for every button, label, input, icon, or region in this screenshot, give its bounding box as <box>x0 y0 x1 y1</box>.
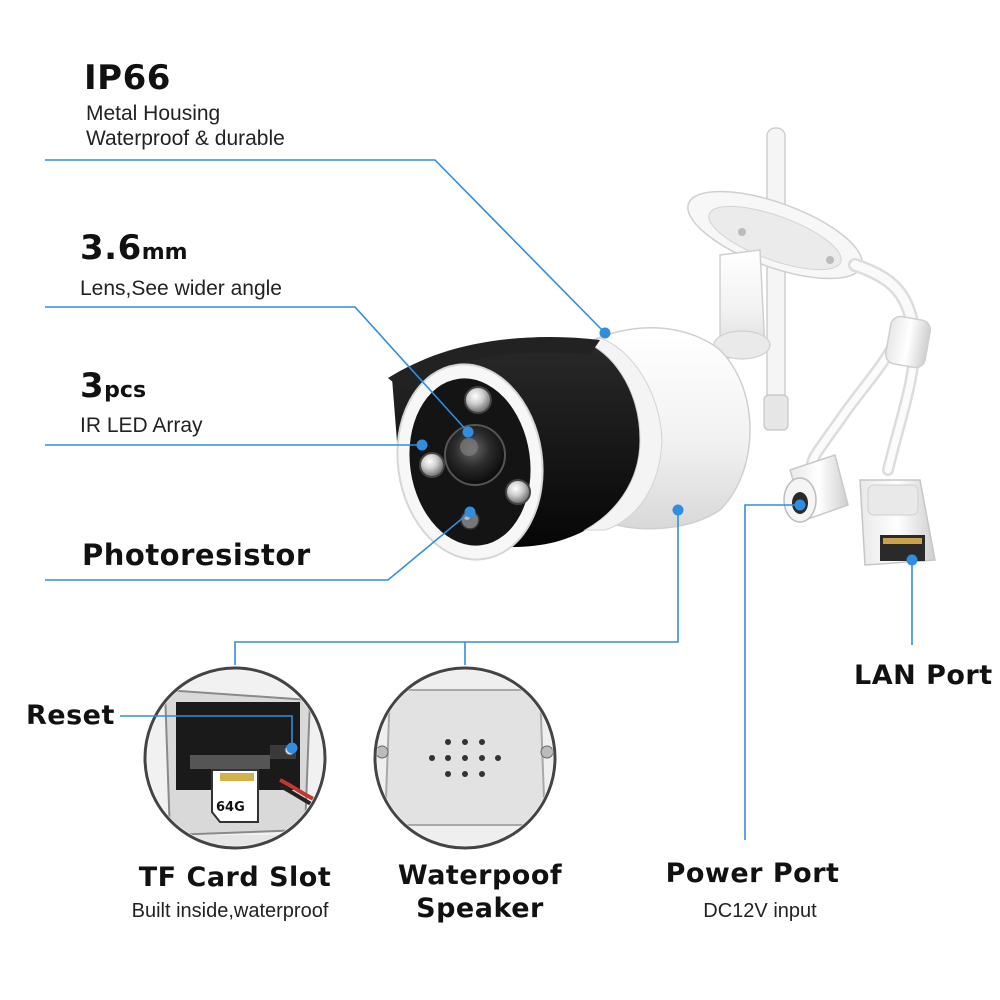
ir-desc: IR LED Array <box>80 414 203 437</box>
antenna <box>763 127 789 431</box>
power-port-desc: DC12V input <box>703 900 817 922</box>
tf-card-slot-detail <box>143 666 327 850</box>
ir-value: 3 <box>80 366 105 406</box>
ip66-line-2: Waterproof & durable <box>86 127 285 150</box>
lens-spec: 3.6mm <box>80 228 188 268</box>
ip66-title: IP66 <box>84 58 171 98</box>
camera-body <box>388 327 751 561</box>
lens-desc: Lens,See wider angle <box>80 277 282 300</box>
callout-dots <box>286 327 918 754</box>
cables <box>805 258 922 476</box>
speaker-grille-detail <box>373 666 557 850</box>
speaker-title-line-2: Speaker <box>416 893 544 924</box>
speaker-title-line-1: Waterpoof <box>397 860 563 891</box>
ir-spec: 3pcs <box>80 366 146 406</box>
rj45-connector <box>859 479 936 566</box>
tf-card-desc: Built inside,waterproof <box>131 900 329 922</box>
tf-card-label: 64G <box>216 800 245 815</box>
ir-unit: pcs <box>104 378 147 403</box>
ip66-line-1: Metal Housing <box>86 102 221 125</box>
reset-title: Reset <box>26 700 115 731</box>
wall-mount <box>687 190 863 361</box>
photoresistor-title: Photoresistor <box>82 538 311 572</box>
lan-port-title: LAN Port <box>854 660 993 691</box>
dc-connector <box>783 454 849 523</box>
callout-lines <box>45 159 913 840</box>
lens-unit: mm <box>141 240 188 265</box>
tf-card-title: TF Card Slot <box>138 862 332 893</box>
lens-value: 3.6 <box>80 228 142 268</box>
power-port-title: Power Port <box>665 858 840 889</box>
